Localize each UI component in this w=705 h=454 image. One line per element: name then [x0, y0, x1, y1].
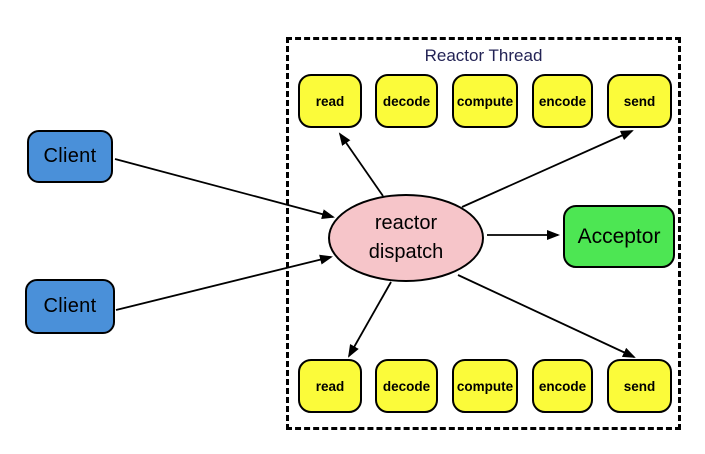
client-node-1: Client: [27, 130, 113, 183]
stage-node-encode-bottom: encode: [532, 359, 593, 413]
stage-node-decode-bottom: decode: [375, 359, 438, 413]
stage-node-send-top: send: [607, 74, 672, 128]
dispatch-label-line2: dispatch: [368, 241, 444, 263]
stage-node-send-bottom: send: [607, 359, 672, 413]
acceptor-node: Acceptor: [563, 205, 675, 268]
stage-node-read-bottom: read: [298, 359, 362, 413]
dispatch-label-line1: reactor: [374, 212, 438, 234]
reactor-thread-title: Reactor Thread: [424, 46, 543, 65]
reactor-thread-boundary: [286, 37, 681, 430]
stage-node-decode-top: decode: [375, 74, 438, 128]
stage-node-compute-bottom: compute: [452, 359, 518, 413]
stage-node-compute-top: compute: [452, 74, 518, 128]
client-node-2: Client: [25, 279, 115, 334]
stage-node-read-top: read: [298, 74, 362, 128]
reactor-dispatch-node: reactor dispatch: [328, 194, 484, 282]
stage-node-encode-top: encode: [532, 74, 593, 128]
